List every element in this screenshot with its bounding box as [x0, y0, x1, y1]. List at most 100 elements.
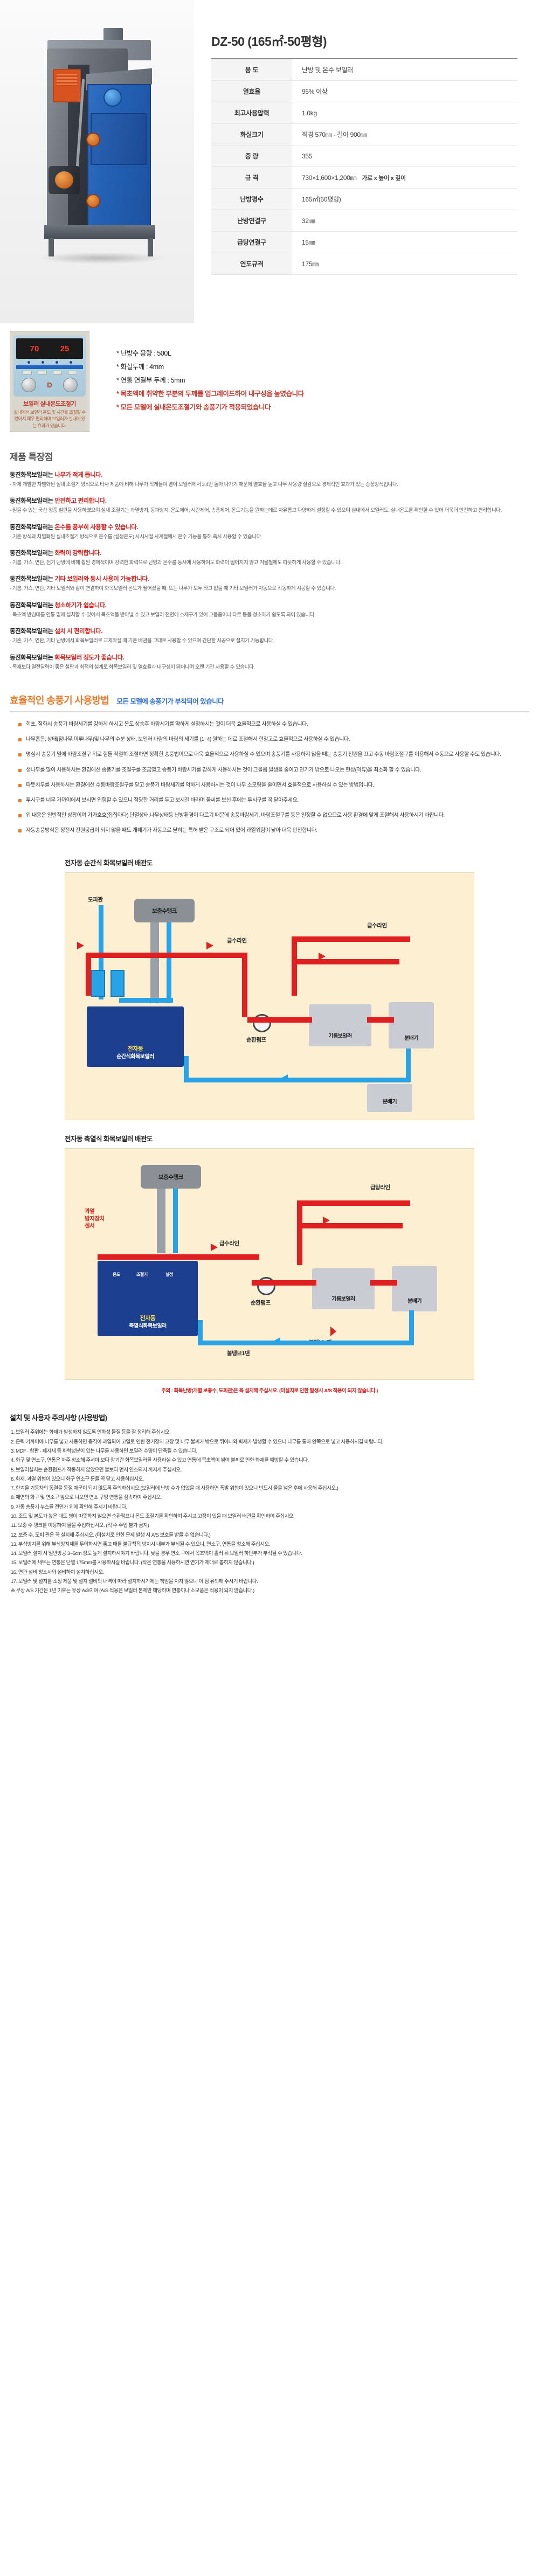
pipe-red-feed-2b [297, 1223, 403, 1229]
feature-item: 동진화목보일러는 나무가 적게 듭니다.- 자체 개발한 차별화된 실내 조절기… [10, 470, 530, 489]
label-feed-line-mid: 급수라인 [227, 938, 247, 945]
feature-item: 동진화목보일러는 기타 보일러와 동시 사용이 가능합니다.- 기름, 가스, … [10, 574, 530, 593]
diagram-instant-boiler: 도피관 보충수탱크 전자동 순간식화목보일러 급수라인 급수라인 순환펌프 기름… [65, 872, 474, 1121]
feature-item: 동진화목보일러는 청소하기가 쉽습니다.- 목초액 받침대를 연통 밑에 설치할… [10, 601, 530, 619]
thermostat-accent-bar [16, 365, 83, 369]
list-item: 위 내용은 일반적인 상황이며 가가호호(집집마다) 단열상태,나무상태등 난방… [18, 811, 527, 820]
three-way-valve-icon [330, 1327, 336, 1337]
indicator-led-4 [69, 361, 72, 364]
spec-value: 32㎜ [302, 217, 315, 225]
pipe-tank-down-2 [157, 1189, 165, 1254]
feature-heading-accent: 나무가 적게 듭니다. [54, 471, 103, 478]
feature-item: 동진화목보일러는 설치 시 편리합니다.- 기존, 가스, 연탄, 기타 난방에… [10, 627, 530, 645]
list-item: 10. 조도 및 본도가 높은 대도 병이 따뜻하지 않으면 순환펌프나 온도 … [11, 1513, 295, 1519]
boiler-block-line2: 순간식화목보일러 [116, 1053, 154, 1060]
thermostat-dial-row: D [16, 374, 83, 392]
product-photo [0, 0, 194, 323]
pipe-red-feed-riser-2 [297, 1200, 302, 1266]
arrow-return [281, 1074, 288, 1082]
label-ctrl-3: 설정 [165, 1272, 173, 1277]
pipe-blue-return-right [406, 1049, 411, 1082]
label-distributor-bottom-2: 볼탱브1댄 [227, 1350, 250, 1357]
pipe-red-to-dist-2 [370, 1280, 397, 1286]
list-item: 15. 보일러에 새우는 연통은 단열 175mm를 사용하시길 바랍니다. (… [11, 1560, 254, 1566]
list-item: 4. 화구 및 연소구, 연통은 자주 청소해 주셔야 보다 장기간 화목보일러… [11, 1457, 309, 1464]
pipe-red-top [86, 953, 247, 959]
feature-heading-accent: 화목보일러 정도가 좋습니다. [54, 654, 125, 661]
thermostat-caption-title: 보일러 실내온도조절기 [23, 401, 76, 407]
list-item: 12. 보충 수, 도피 관은 꼭 설치해 주십시오. (미설치로 인한 문제 … [11, 1532, 211, 1538]
thermostat-button-row [16, 371, 83, 374]
feature-heading: 동진화목보일러는 설치 시 편리합니다. [10, 628, 103, 635]
feature-heading: 동진화목보일러는 화력이 강력합니다. [10, 550, 101, 557]
label-feed-line-right-2: 급탕라인 [370, 1184, 390, 1191]
distributor-right-label-2: 분배기 [407, 1298, 422, 1304]
cautions-list: 1. 보일러 주위에는 화재가 발생하지 않도록 인화성 물질 등을 잘 정리해… [0, 1428, 539, 1617]
oil-boiler-label-2: 기름보일러 [331, 1296, 355, 1302]
feature-item: 동진화목보일러는 화목보일러 정도가 좋습니다.- 목재보다 열전달력이 좋은 … [10, 653, 530, 671]
feature-body: - 기존 방식과 차별화된 실내조절기 방식으로 온수를 (설정온도) 사시사철… [10, 533, 262, 540]
pipe-red-to-oil [247, 1017, 312, 1023]
indicator-led-3 [55, 361, 58, 364]
features-heading: 제품 특장점 [10, 452, 53, 462]
pipe-red-to-dist [367, 1017, 394, 1023]
boiler-illustration [23, 28, 174, 286]
blower-subtitle: 모든 모델에 송풍기가 부착되어 있습니다 [116, 697, 224, 705]
pipe-blue-return-2 [198, 1341, 413, 1346]
spec-label: 열효율 [211, 80, 292, 102]
diagram2-title: 전자동 축열식 화목보일러 배관도 [65, 1135, 153, 1143]
distributor-bottom-label: 분배기 [382, 1099, 397, 1105]
tank-blue-2 [110, 970, 125, 997]
tank-blue-1 [91, 970, 105, 997]
pipe-blue-return [184, 1078, 410, 1083]
list-item: 명심시 송풍기 밀에 바람조절구 위로 힘들 적절히 조절하면 정확한 송풍법이… [18, 750, 527, 759]
thermostat-button-1[interactable] [22, 371, 32, 374]
label-escape-pipe: 도피관 [88, 897, 103, 904]
thermostat-value-left: 70 [30, 344, 39, 353]
pipe-red-right-riser [242, 953, 247, 1018]
boiler-door-handle-lower [86, 194, 100, 208]
feature-bullet-list: * 난방수 용량 : 500L* 화실두께 : 4mm* 연통 연결부 두께 :… [92, 339, 539, 423]
pipe-blue-return-riser [184, 1056, 189, 1082]
boiler-gauge-icon [103, 88, 122, 107]
list-item: 7. 한겨울 기동차의 동결을 동절 때문이 되지 않도록 주의하십시오.(보일… [11, 1485, 338, 1492]
thermostat-temp-dial[interactable] [22, 378, 36, 392]
pipe-blue-return-right-2 [409, 1310, 414, 1345]
thermostat-button-2[interactable] [37, 371, 47, 374]
spec-value: 175㎜ [302, 260, 319, 268]
thermostat-time-dial[interactable] [63, 378, 78, 392]
thermostat-value-right: 25 [60, 344, 70, 353]
list-item: 2. 온력 기까이에 나무를 넣고 사용하면 충격이 과열되어 고열로 인한 전… [11, 1439, 383, 1445]
feature-heading-accent: 온수를 풍부히 사용할 수 있습니다. [54, 524, 138, 531]
boiler-control-panel [53, 69, 81, 102]
spec-label: 규 격 [211, 166, 292, 189]
oil-boiler-block-2: 기름보일러 [312, 1268, 375, 1310]
list-item: 14. 보일러 설치 시 일반방공 3~5cm 정도 높게 설치하셔야기 바랍니… [11, 1551, 302, 1557]
thermostat-button-3[interactable] [52, 371, 62, 374]
list-item: ※ 무상 A/S 기간은 1년 이후는 유상 A/S이며 (A/S 적용은 보일… [11, 1588, 254, 1594]
label-overheat-sensor: 과열 방지장치 센서 [85, 1208, 105, 1229]
list-item: * 화실두께 : 4mm [116, 363, 164, 371]
list-item: 따뜻치우를 사용하시는 환경에선 수동바람조절구를 닫고 송풍기 바람세기를 약… [18, 781, 527, 790]
oil-boiler-label: 기름보일러 [328, 1033, 352, 1039]
spec-value: 1.0kg [302, 109, 317, 117]
diagram1-title: 전자동 순간식 화목보일러 배관도 [65, 859, 153, 867]
spec-label: 최고사용압력 [211, 102, 292, 124]
blower-divider [10, 711, 529, 712]
list-item: 13. 부식방지를 위해 부식방지제를 투여하시면 좋고 매를 불규칙적 방치시… [11, 1541, 270, 1547]
spec-label: 중 량 [211, 145, 292, 167]
indicator-led-2 [41, 361, 44, 364]
pipe-red-top-2 [98, 1254, 259, 1260]
feature-heading-accent: 화력이 강력합니다. [54, 550, 101, 557]
list-item: * 연통 연결부 두께 : 5mm [116, 377, 185, 384]
list-item: * 모든 모델에 실내온도조절기와 송풍기가 적용되었습니다 [116, 404, 271, 411]
label-ctrl-2: 조절기 [136, 1272, 148, 1277]
list-item: 5. 보일러설치는 순환펌프가 작동하지 않았으면 불보다 먼저 연소되지 꺼지… [11, 1467, 182, 1473]
thermostat-button-4[interactable] [67, 371, 77, 374]
boiler-leg-right [148, 238, 153, 256]
